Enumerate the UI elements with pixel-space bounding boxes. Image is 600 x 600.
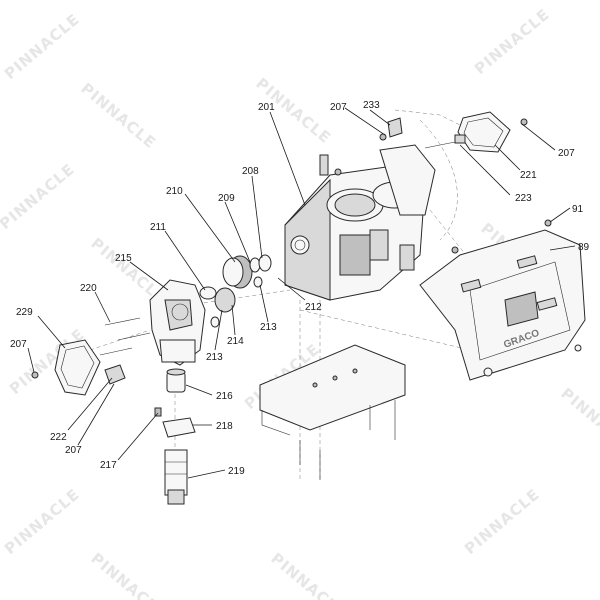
callout-label: 209 (218, 193, 235, 204)
motor-housing-part (149, 279, 206, 366)
main-housing-part (284, 144, 436, 301)
callout-label: 207 (10, 339, 27, 350)
callout-label: 207 (65, 445, 82, 456)
watermark: PINNACLE (461, 485, 543, 558)
callout-label: 222 (50, 432, 67, 443)
leader-lines (27, 107, 576, 479)
callout-label: 213 (260, 322, 277, 333)
callout-label: 208 (242, 166, 259, 177)
gear-assembly-part (199, 254, 272, 328)
callout-label: 217 (100, 460, 117, 471)
callout-label: 212 (305, 302, 322, 313)
callout-label: 91 (572, 204, 584, 215)
base-plate-part (259, 344, 406, 480)
gasket-part (457, 111, 511, 153)
clip-part (387, 117, 403, 138)
callout-label: 218 (216, 421, 233, 432)
callout-label: 201 (258, 102, 275, 113)
callout-labels: 201 207 233 207 221 223 91 89 208 210 20… (10, 100, 590, 477)
callout-label: 211 (150, 222, 166, 233)
callout-label: 223 (515, 193, 532, 204)
callout-label: 219 (228, 466, 245, 477)
callout-label: 210 (166, 186, 183, 197)
side-plate-part (54, 339, 101, 396)
watermark: PINNACLE (557, 384, 600, 457)
watermark: PINNACLE (471, 5, 553, 78)
callout-label: 207 (330, 102, 347, 113)
bracket-part (104, 364, 126, 385)
callout-label: 207 (558, 148, 575, 159)
pin-parts (99, 317, 151, 356)
watermark: PINNACLE (0, 160, 78, 233)
watermark: PINNACLE (1, 10, 83, 83)
watermark: PINNACLE (77, 79, 159, 152)
callout-label: 89 (578, 242, 590, 253)
callout-label: 221 (520, 170, 537, 181)
callout-label: 215 (115, 253, 132, 264)
pump-parts (154, 368, 196, 505)
front-cover-part: GRACO (419, 229, 586, 381)
wire-part (424, 134, 466, 149)
watermark: PINNACLE (267, 549, 349, 600)
callout-label: 233 (363, 100, 380, 111)
callout-label: 214 (227, 336, 244, 347)
watermark: PINNACLE (87, 549, 169, 600)
callout-label: 220 (80, 283, 97, 294)
callout-label: 213 (206, 352, 223, 363)
watermark: PINNACLE (1, 485, 83, 558)
callout-label: 216 (216, 391, 233, 402)
callout-label: 229 (16, 307, 33, 318)
